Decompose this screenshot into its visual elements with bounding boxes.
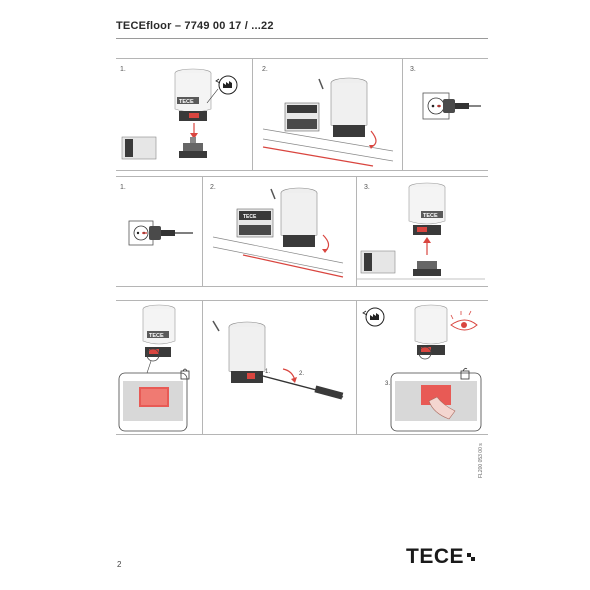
row3-bottom-line bbox=[116, 434, 488, 435]
step-r1-1: 1. bbox=[120, 66, 126, 73]
row3-top-line bbox=[116, 300, 488, 301]
step-r1-3: 3. bbox=[410, 66, 416, 73]
actuator-brand-label-3: TECE bbox=[423, 213, 438, 219]
illustration-r2-p3: TECE bbox=[357, 182, 485, 280]
step-r2-2: 2. bbox=[210, 184, 216, 191]
illustration-r2-p2: TECE bbox=[212, 187, 344, 278]
page-number: 2 bbox=[117, 560, 122, 569]
row3-divider-2 bbox=[356, 300, 357, 434]
illustration-r1-p1: TECE bbox=[121, 68, 238, 160]
row2-divider-2 bbox=[356, 176, 357, 286]
logo-text: TECE bbox=[406, 545, 465, 568]
illustration-r3-p1: TECE bbox=[118, 304, 190, 432]
row2-bottom-line bbox=[116, 286, 488, 287]
illustration-r3-p3: 3. bbox=[362, 304, 482, 432]
step-r2-3: 3. bbox=[364, 184, 370, 191]
row1-divider-2 bbox=[402, 58, 403, 170]
illustration-r3-p2: 1. 2. bbox=[212, 320, 344, 400]
row3-divider-1 bbox=[202, 300, 203, 434]
document-reference: FL200 053 00 s bbox=[478, 443, 484, 478]
row2-divider-1 bbox=[202, 176, 203, 286]
step-r1-2: 2. bbox=[262, 66, 268, 73]
row2-top-line bbox=[116, 176, 488, 177]
substep-3-label: 3. bbox=[385, 381, 390, 387]
illustration-r1-p2 bbox=[262, 77, 394, 167]
illustration-r1-p3 bbox=[422, 92, 481, 120]
row1-top-line bbox=[116, 58, 488, 59]
illustration-r2-p1 bbox=[128, 220, 193, 246]
actuator-brand-label-2: TECE bbox=[243, 214, 257, 220]
tece-logo: TECE bbox=[406, 545, 476, 569]
row1-divider-1 bbox=[252, 58, 253, 170]
actuator-brand-label-4: TECE bbox=[149, 333, 164, 339]
step-r2-1: 1. bbox=[120, 184, 126, 191]
actuator-brand-label: TECE bbox=[179, 99, 194, 105]
row1-bottom-line bbox=[116, 170, 488, 171]
substep-2-label: 2. bbox=[299, 371, 304, 377]
document-title: TECEfloor – 7749 00 17 / ...22 bbox=[116, 20, 274, 32]
substep-1-label: 1. bbox=[265, 369, 270, 375]
title-rule bbox=[116, 38, 488, 39]
logo-square-icon bbox=[467, 553, 476, 561]
